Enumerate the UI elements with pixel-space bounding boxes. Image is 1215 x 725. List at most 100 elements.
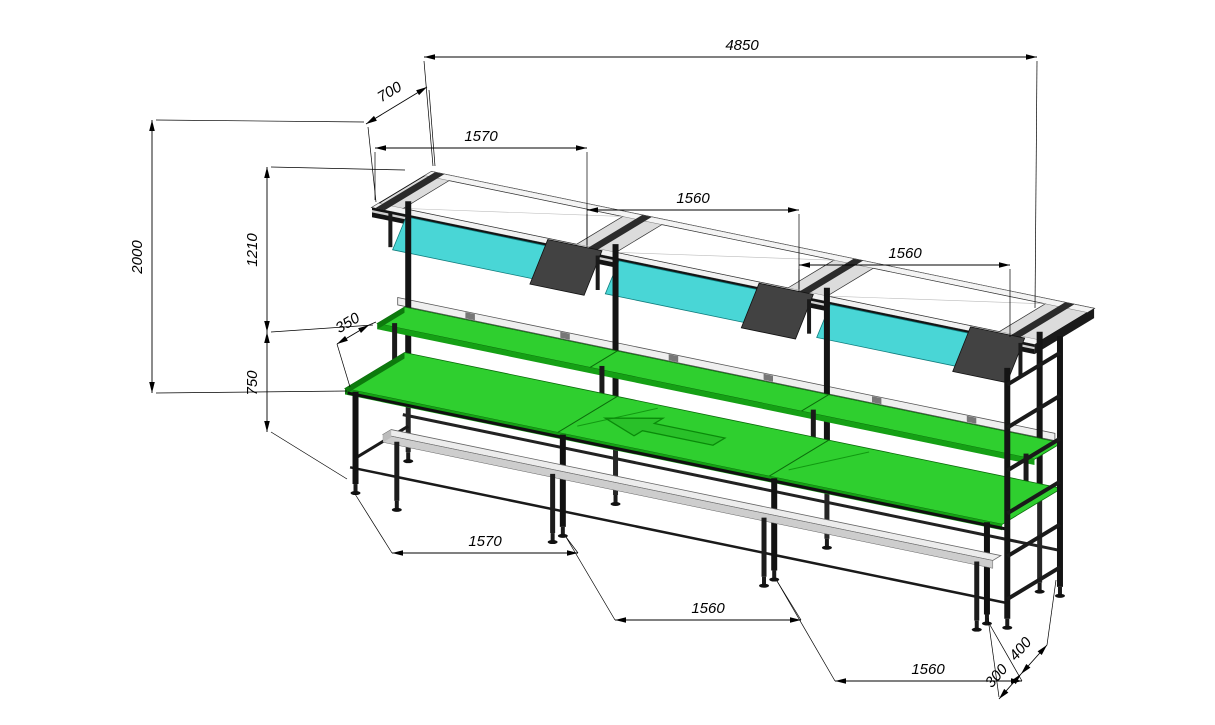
dim-arrow	[799, 262, 810, 268]
power-socket	[763, 373, 773, 382]
leveling-foot	[824, 538, 829, 547]
dim-arrow	[576, 145, 587, 151]
dim-frame-depth-label: 700	[375, 78, 406, 106]
dim-overall-length: 4850	[423, 37, 1038, 309]
foot-pad	[971, 627, 982, 632]
leveling-foot	[406, 452, 411, 461]
dim-arrow	[264, 421, 270, 432]
dim-table-height-label: 750	[244, 370, 261, 396]
leveling-foot	[613, 495, 618, 504]
dim-arrow	[835, 678, 846, 684]
foot-pad	[557, 533, 568, 538]
foot-pad	[759, 583, 770, 588]
ladder-rung	[1006, 351, 1062, 387]
frame-end-cap	[1034, 308, 1095, 355]
dim-arrow	[424, 54, 435, 60]
flow-arrow	[602, 417, 727, 446]
dim-shelf-height-label: 350	[333, 309, 364, 337]
leveling-foot	[762, 576, 767, 585]
dim-arrow	[416, 87, 427, 96]
shelf-divider	[801, 394, 829, 412]
power-socket	[966, 415, 977, 424]
extension-line	[428, 89, 436, 167]
worktop-divider	[768, 439, 829, 477]
dim-right-offset-a-label: 300	[982, 661, 1012, 692]
dim-arrow	[264, 167, 270, 178]
leveling-foot	[560, 526, 565, 535]
dim-arrow	[392, 550, 403, 556]
dim-arrow	[567, 550, 578, 556]
extension-line	[270, 324, 374, 333]
worktop-divider	[557, 396, 618, 433]
extension-line	[565, 536, 616, 621]
dim-arrow	[790, 617, 801, 623]
upper-shelf-end	[377, 307, 405, 330]
dim-upper-frame-height-label: 1210	[244, 233, 261, 267]
frame-cross-member	[794, 258, 864, 297]
foot-pad	[1002, 625, 1013, 630]
extension-line	[1046, 579, 1057, 646]
foot-pad	[821, 545, 832, 550]
extension-line	[368, 321, 377, 326]
dim-arrow	[375, 145, 386, 151]
power-socket	[872, 396, 882, 405]
frame-brace	[403, 208, 623, 217]
extension-line	[987, 617, 1000, 698]
extension-line	[155, 119, 365, 123]
front-stretcher	[349, 466, 1008, 605]
frame-cross-member	[1005, 302, 1075, 341]
dim-arrow	[264, 321, 270, 332]
dimension-line	[365, 86, 428, 125]
extension-line	[989, 624, 1023, 682]
ladder-rung	[1006, 436, 1062, 473]
leveling-foot	[550, 533, 555, 542]
power-socket	[465, 312, 475, 321]
dim-bay1-bottom-label: 1570	[468, 533, 502, 550]
dim-overall-height: 2000	[129, 119, 365, 394]
frame-cross-member	[582, 215, 652, 253]
dim-bay1-bottom: 1570	[354, 493, 579, 556]
foot-pad	[1034, 589, 1045, 594]
worktop-end	[345, 352, 405, 395]
foot-pad	[610, 502, 621, 507]
extension-line	[270, 431, 348, 480]
rear-stretcher	[402, 413, 1061, 552]
extension-line	[423, 60, 434, 167]
dim-arrow	[615, 617, 626, 623]
dim-bay2-bottom-label: 1560	[691, 600, 725, 617]
leveling-foot	[1005, 618, 1010, 627]
dim-arrow	[358, 325, 369, 334]
leveling-foot	[974, 620, 979, 629]
foot-pad	[350, 491, 361, 496]
dim-arrow	[1021, 663, 1031, 674]
light-housing	[740, 282, 814, 340]
dim-arrow	[999, 262, 1010, 268]
leveling-foot	[1037, 582, 1042, 591]
leveling-foot	[353, 484, 358, 493]
dim-arrow	[366, 115, 377, 124]
dim-arrow	[999, 688, 1009, 699]
frame-brace	[827, 295, 1046, 305]
leveling-foot	[394, 500, 399, 509]
extension-line	[1034, 60, 1038, 309]
ladder-rung	[1006, 394, 1062, 430]
dim-arrow	[1037, 645, 1047, 656]
extension-line	[336, 343, 351, 388]
dim-overall-length-label: 4850	[725, 37, 759, 54]
foot-pad	[547, 540, 558, 545]
leveling-foot	[984, 614, 989, 623]
ladder-rung	[1006, 479, 1062, 516]
power-socket	[668, 354, 679, 363]
frame-brace	[615, 252, 834, 261]
ladder-rung	[1006, 565, 1062, 601]
dim-bay2-top: 1560	[586, 190, 800, 289]
dim-bay3-top: 1560	[798, 245, 1011, 337]
dim-bay2-bottom: 1560	[565, 536, 802, 623]
dim-arrow	[149, 120, 155, 131]
extension-line	[155, 390, 348, 394]
leveling-foot	[772, 570, 777, 579]
dim-overall-height-label: 2000	[129, 240, 146, 275]
